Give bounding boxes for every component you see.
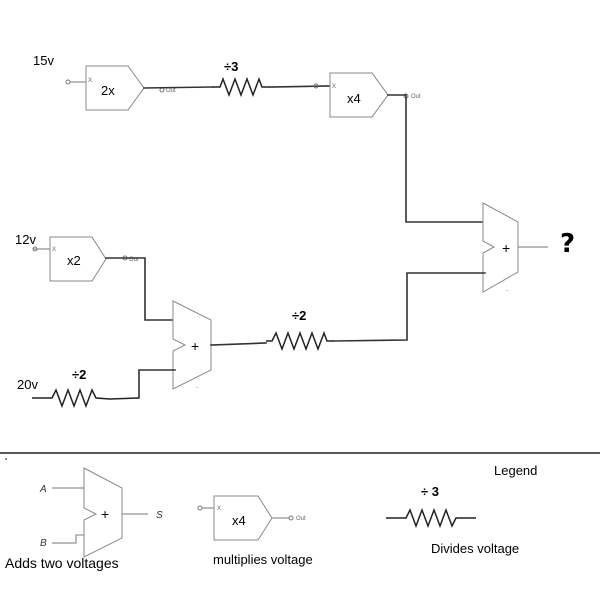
wire bbox=[387, 94, 486, 223]
multiplier-x2: X x2 Out bbox=[49, 236, 139, 282]
resistor-top bbox=[212, 76, 270, 98]
wire bbox=[138, 369, 176, 399]
divider-bottom-label: ÷2 bbox=[72, 367, 86, 382]
adder-middle: + - bbox=[172, 300, 212, 391]
legend-divider-label: ÷ 3 bbox=[421, 484, 439, 499]
port-out-label: Out bbox=[129, 257, 139, 263]
plus-sign: + bbox=[502, 240, 510, 256]
wire bbox=[333, 272, 486, 342]
plus-sign: + bbox=[191, 338, 199, 354]
multiplier-2x-label: 2x bbox=[101, 83, 115, 98]
port-out-label: Out bbox=[166, 88, 176, 94]
multiplier-symbol bbox=[213, 495, 273, 541]
port-x-label: X bbox=[332, 84, 336, 90]
plus-sign: + bbox=[101, 506, 109, 522]
resistor-bottom bbox=[32, 387, 140, 409]
legend-multiplier-label: x4 bbox=[232, 513, 246, 528]
legend-adder-caption: Adds two voltages bbox=[5, 555, 119, 571]
dot-mark bbox=[5, 458, 7, 460]
port-a-label: A bbox=[39, 484, 47, 495]
resistor-mid bbox=[266, 330, 334, 352]
input-terminal bbox=[313, 83, 319, 89]
adder-symbol bbox=[83, 467, 123, 558]
divider-top-label: ÷3 bbox=[224, 59, 238, 74]
adder-final: + - bbox=[482, 202, 548, 294]
input-12v-label: 12v bbox=[15, 232, 36, 247]
resistor-legend bbox=[386, 507, 476, 529]
legend-adder: A B + S bbox=[39, 467, 163, 558]
legend-multiplier-caption: multiplies voltage bbox=[213, 552, 313, 567]
legend-divider-caption: Divides voltage bbox=[431, 541, 519, 556]
minus-mark: - bbox=[196, 385, 198, 391]
input-20v-label: 20v bbox=[17, 377, 38, 392]
multiplier-x2-label: x2 bbox=[67, 253, 81, 268]
multiplier-x4-label: x4 bbox=[347, 91, 361, 106]
unknown-output-label: ? bbox=[560, 229, 575, 259]
input-terminal bbox=[197, 505, 203, 511]
port-x-label: X bbox=[217, 506, 221, 512]
out-terminal bbox=[159, 87, 165, 93]
multiplier-2x: X 2x Out bbox=[85, 65, 176, 111]
port-out-label: Out bbox=[411, 94, 421, 100]
port-b-label: B bbox=[40, 538, 47, 549]
wire bbox=[210, 342, 267, 346]
wire bbox=[105, 257, 176, 321]
legend-multiplier: X x4 Out bbox=[197, 495, 306, 541]
multiplier-x4-top: X x4 Out bbox=[329, 72, 421, 118]
port-x-label: X bbox=[52, 247, 56, 253]
input-15v-label: 15v bbox=[33, 53, 54, 68]
minus-mark: - bbox=[506, 288, 508, 294]
port-s-label: S bbox=[156, 510, 163, 521]
wire bbox=[269, 85, 331, 88]
port-out-label: Out bbox=[296, 516, 306, 522]
divider-mid-label: ÷2 bbox=[292, 308, 306, 323]
legend-divider-symbol: ÷ 3 bbox=[386, 484, 476, 529]
adder-lead-b bbox=[52, 534, 84, 544]
input-15v-terminal bbox=[65, 79, 71, 85]
input-12v-terminal bbox=[32, 246, 38, 252]
out-terminal bbox=[288, 515, 294, 521]
port-x-label: X bbox=[88, 78, 92, 84]
wire bbox=[143, 86, 213, 89]
legend-title: Legend bbox=[494, 463, 537, 478]
